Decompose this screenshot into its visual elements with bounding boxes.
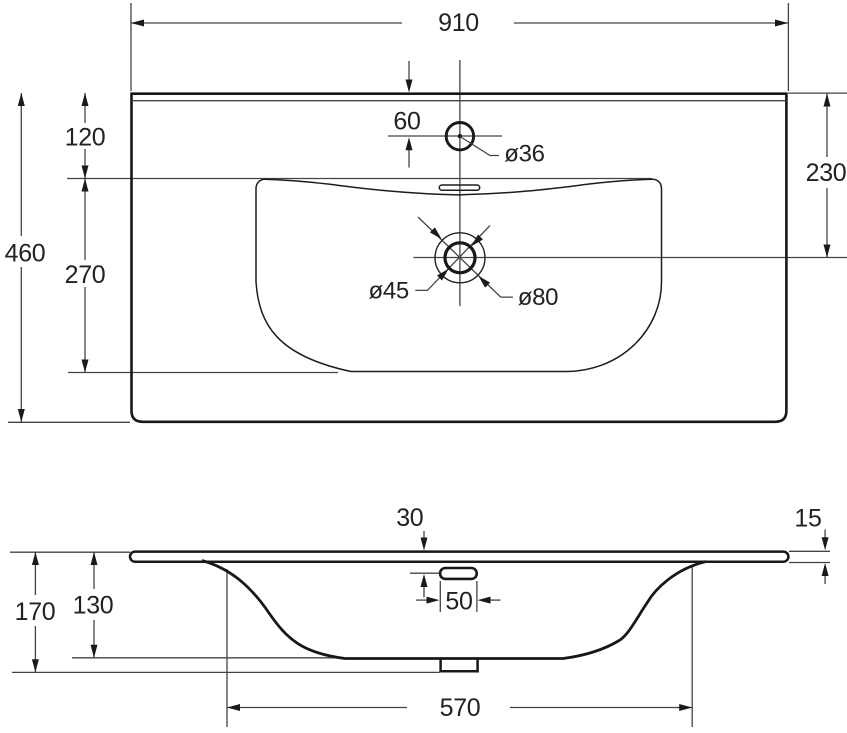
svg-text:170: 170 — [15, 598, 56, 626]
svg-text:270: 270 — [65, 261, 106, 289]
svg-text:130: 130 — [73, 592, 114, 620]
svg-text:30: 30 — [396, 504, 423, 532]
svg-text:570: 570 — [440, 694, 481, 722]
svg-text:50: 50 — [445, 588, 472, 616]
svg-text:460: 460 — [5, 240, 46, 268]
svg-text:230: 230 — [806, 159, 847, 187]
svg-text:ø45: ø45 — [368, 278, 408, 305]
svg-text:120: 120 — [65, 124, 106, 152]
svg-text:15: 15 — [794, 505, 821, 533]
svg-text:910: 910 — [438, 9, 479, 37]
svg-text:60: 60 — [393, 108, 420, 136]
svg-text:ø80: ø80 — [518, 284, 558, 311]
svg-text:ø36: ø36 — [504, 141, 544, 168]
